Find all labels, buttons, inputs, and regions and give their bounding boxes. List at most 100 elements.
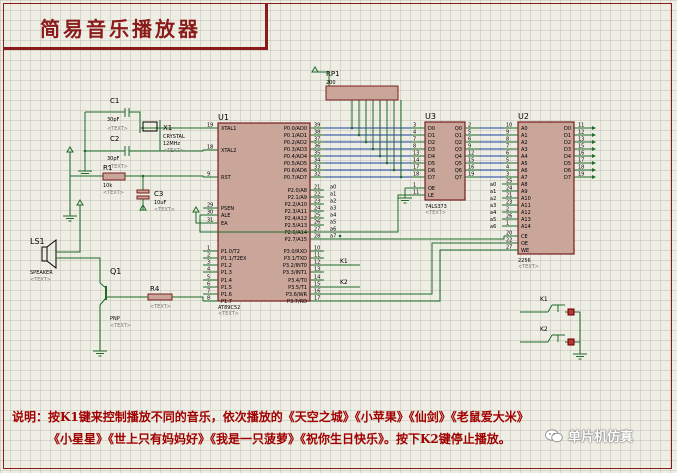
net-label-a5: a5 [330, 220, 336, 226]
u2-pin-num: 2 [506, 207, 509, 213]
u2-net-label-a5: a5 [490, 217, 496, 223]
u3-pin-name: Q1 [455, 133, 462, 139]
ls1-vcc-wire [56, 205, 81, 253]
u3-pin-num: 9 [468, 144, 471, 150]
u2-pin-name: D1 [564, 133, 571, 139]
u2-pin-num: 25 [506, 179, 512, 185]
u2-pin-name: A8 [521, 182, 528, 188]
u2-pin-num: 23 [506, 200, 512, 206]
u3-pin-name: D6 [428, 168, 435, 174]
u1-pin-num: 21 [314, 185, 320, 191]
q1-emitter [99, 282, 107, 289]
net-label-a4: a4 [330, 213, 336, 219]
u2-pin-name: CE [521, 234, 528, 240]
rp1-junction [357, 133, 361, 137]
u3-pin-num: 5 [468, 130, 471, 136]
u3-pin-name: Q6 [455, 168, 462, 174]
u3-pin-name: OE [428, 186, 435, 192]
u3-part: 74LS373 [425, 204, 447, 210]
u1-pin-name: P0.4/AD4 [284, 154, 307, 160]
page-title: 简易音乐播放器 [40, 17, 201, 41]
u1-pin-name: P3.0/RXD [284, 249, 308, 255]
k2-switch-blade [547, 334, 553, 343]
r4-p17-wire [172, 296, 204, 301]
ls1-body [41, 246, 48, 262]
u2-pin-name: D6 [564, 168, 571, 174]
net-label-k2: K2 [340, 279, 348, 286]
u2-pin-num: 22 [506, 238, 512, 244]
u1-pin-name: P2.6/A14 [285, 230, 307, 236]
u1-pin-name: P2.2/A10 [285, 202, 307, 208]
net-label-a1: a1 [330, 192, 336, 198]
u2-pin-name: A13 [521, 217, 531, 223]
watermark: 单片机仿真 [545, 426, 633, 445]
title-block: 简易音乐播放器 [4, 4, 268, 50]
u3-pin-name: D2 [428, 140, 435, 146]
wechat-icon [545, 428, 563, 442]
drawing-frame [3, 3, 672, 469]
u1-pin-num: 33 [314, 165, 320, 171]
u3-pin-name: D0 [428, 126, 435, 132]
u2-pin-num: 3 [506, 172, 509, 178]
u1-pin-name: XTAL2 [221, 148, 236, 154]
u1-pin-name: P1.5 [221, 285, 232, 291]
u1-pin-num: 23 [314, 199, 320, 205]
u3-pin-num: 14 [413, 158, 419, 164]
u1-part: AT89C52 [218, 305, 240, 311]
rp1-ref: RP1 [326, 70, 340, 78]
c3-value: 10uF [154, 200, 167, 206]
ce-wire [324, 236, 505, 240]
rp1-junction [350, 126, 354, 130]
u1-pin-name: PSEN [221, 206, 234, 212]
u1-pin-num: 37 [314, 137, 320, 143]
u2-net-label-a1: a1 [490, 189, 496, 195]
u1-pin-name: EA [221, 221, 228, 227]
r1-value: 10k [103, 183, 112, 189]
u2-data-arrow [592, 175, 596, 179]
u1-pin-name: P3.6/WR [286, 292, 308, 298]
u1-pin-num: 34 [314, 158, 320, 164]
u3-pin-name: Q4 [455, 154, 462, 160]
u3-pin-num: 11 [413, 190, 419, 196]
u2-data-arrow [592, 133, 596, 137]
u2-text: <TEXT> [518, 264, 539, 270]
rp1-body [325, 85, 399, 101]
ls1-vcc-arrow [76, 199, 84, 206]
u3-pin-name: Q3 [455, 147, 462, 153]
u1-pin-name: XTAL1 [221, 126, 236, 132]
u1-pin-num: 11 [314, 253, 320, 259]
u1-pin-name: P0.2/AD2 [284, 140, 307, 146]
u2-pin-name: D4 [564, 154, 571, 160]
u1-pin-name: P1.6 [221, 292, 232, 298]
u2-pin-name: D7 [564, 175, 571, 181]
u1-pin-name: P0.0/AD0 [284, 126, 307, 132]
watermark-text: 单片机仿真 [568, 430, 634, 445]
k1-switch-blade [547, 304, 553, 313]
ea-wire [195, 212, 203, 224]
u2-pin-name: A10 [521, 196, 531, 202]
u2-pin-num: 5 [506, 158, 509, 164]
reset-vcc-arrow [66, 146, 74, 153]
u3-body [424, 121, 466, 201]
u1-pin-num: 35 [314, 151, 320, 157]
c2-text: <TEXT> [107, 164, 128, 170]
u3-pin-num: 18 [413, 172, 419, 178]
u2-net-label-a2: a2 [490, 196, 496, 202]
c3-text: <TEXT> [154, 207, 175, 213]
u1-pin-num: 14 [314, 275, 320, 281]
u1-pin-num: 15 [314, 282, 320, 288]
ale-wire [199, 194, 411, 233]
u2-pin-name: WE [521, 248, 529, 254]
u1-pin-name: ALE [221, 213, 230, 219]
u2-pin-name: A1 [521, 133, 528, 139]
u2-pin-name: D0 [564, 126, 571, 132]
c2-value: 30pF [107, 156, 120, 162]
u2-pin-name: D3 [564, 147, 571, 153]
ea-vcc-arrow [192, 206, 200, 213]
r1-body [102, 172, 126, 181]
u1-pin-num: 32 [314, 172, 320, 178]
u1-pin-name: P3.3/INT1 [283, 270, 307, 276]
u2-pin-num: 20 [506, 231, 512, 237]
u3-pin-num: 2 [468, 123, 471, 129]
